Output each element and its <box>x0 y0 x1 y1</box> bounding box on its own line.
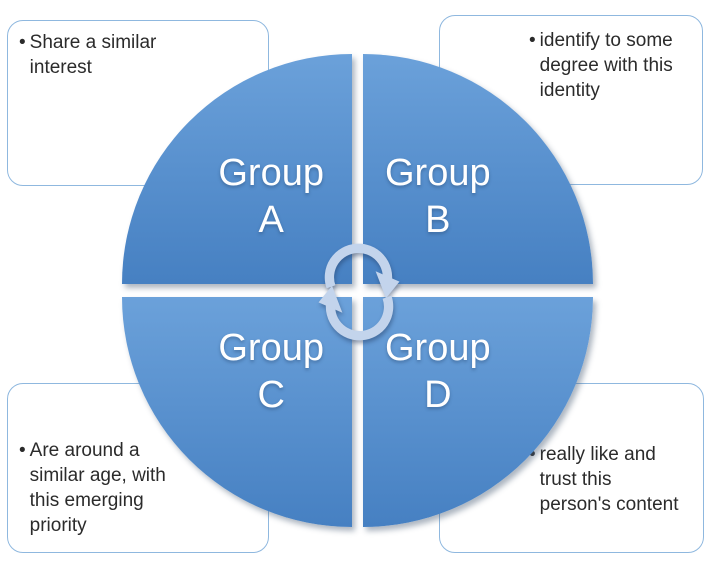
quarter-label-a: Group A <box>218 152 324 241</box>
quarter-label-c: Group C <box>218 327 324 416</box>
callout-text: really like and trust this person's cont… <box>539 444 679 515</box>
cycle-arrows-icon <box>318 243 400 341</box>
bullet-marker: • <box>19 32 26 53</box>
callout-top-right: • identify to some degree with this iden… <box>439 15 703 185</box>
cycle-arrow-top <box>324 243 400 299</box>
bullet-marker: • <box>19 440 26 461</box>
callout-text: Share a similar interest <box>29 32 157 78</box>
quarter-label-b: Group B <box>385 152 491 241</box>
quarter-label-d: Group D <box>385 327 491 416</box>
callout-text: identify to some degree with this identi… <box>539 30 673 101</box>
callout-text: Are around a similar age, with this emer… <box>29 440 166 536</box>
cycle-arrow-bottom <box>318 285 394 341</box>
bullet-marker: • <box>529 30 536 51</box>
bullet-marker: • <box>529 444 536 465</box>
